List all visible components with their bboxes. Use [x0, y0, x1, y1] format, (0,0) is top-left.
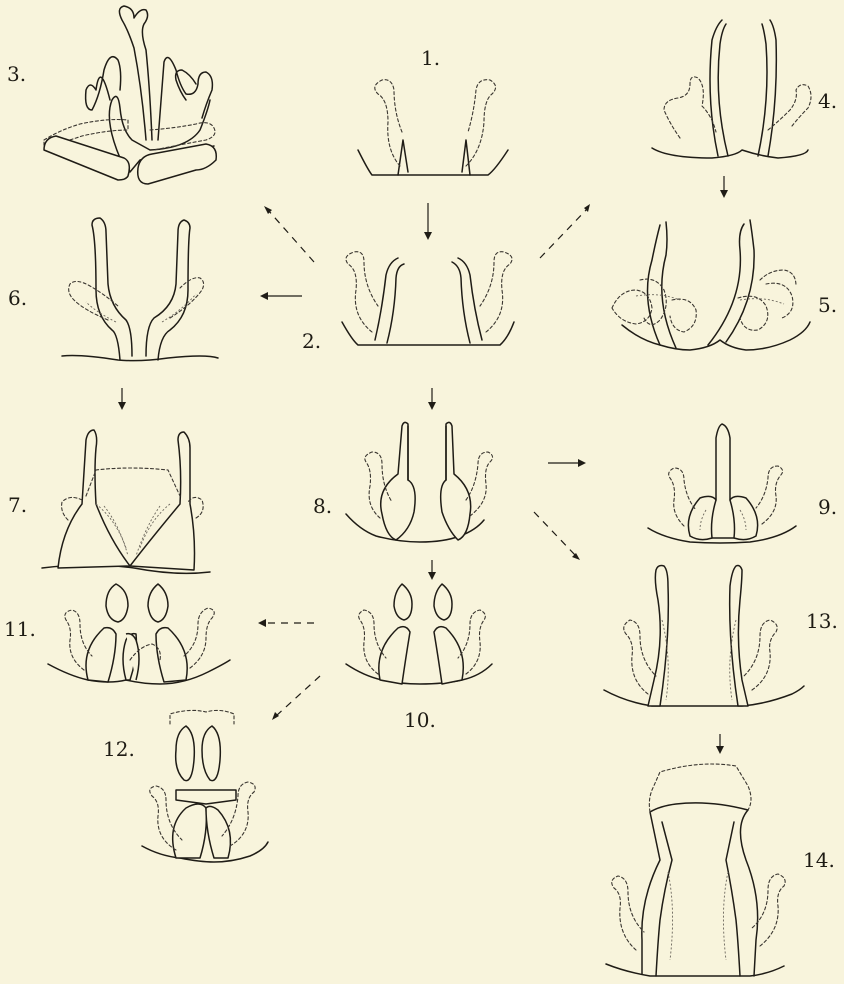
figure-label-11: 11.: [4, 619, 36, 639]
figure-label-6: 6.: [8, 288, 27, 308]
figure-label-14: 14.: [803, 850, 835, 870]
arrows: [118, 176, 728, 754]
arrow-10-to-12: [276, 676, 320, 716]
figure-label-7: 7.: [8, 495, 27, 515]
figure-12-drawing: [142, 710, 268, 862]
figure-7-drawing: [42, 430, 210, 573]
figure-label-4: 4.: [818, 91, 837, 111]
figure-label-3: 3.: [7, 64, 26, 84]
figure-8-drawing: [346, 422, 493, 542]
arrow-8-to-13: [534, 512, 576, 556]
figure-label-8: 8.: [313, 496, 332, 516]
figure-label-12: 12.: [103, 739, 135, 759]
figure-label-10: 10.: [404, 710, 436, 730]
figure-label-2: 2.: [302, 331, 321, 351]
figure-2-drawing: [342, 252, 514, 345]
figure-label-5: 5.: [818, 295, 837, 315]
arrow-2-to-3: [268, 210, 314, 262]
figure-label-1: 1.: [421, 48, 440, 68]
figure-3-drawing: [44, 6, 216, 184]
figure-10-drawing: [346, 584, 492, 684]
figure-11-drawing: [48, 584, 230, 684]
figure-9-drawing: [648, 424, 796, 543]
figure-5-drawing: [612, 220, 810, 350]
figure-4-drawing: [652, 20, 811, 158]
figure-13-drawing: [604, 566, 804, 707]
arrow-2-to-4: [540, 208, 588, 258]
figure-14-drawing: [606, 764, 785, 976]
figure-6-drawing: [62, 218, 218, 361]
figure-1-drawing: [358, 80, 508, 175]
figure-label-9: 9.: [818, 497, 837, 517]
figure-label-13: 13.: [806, 611, 838, 631]
